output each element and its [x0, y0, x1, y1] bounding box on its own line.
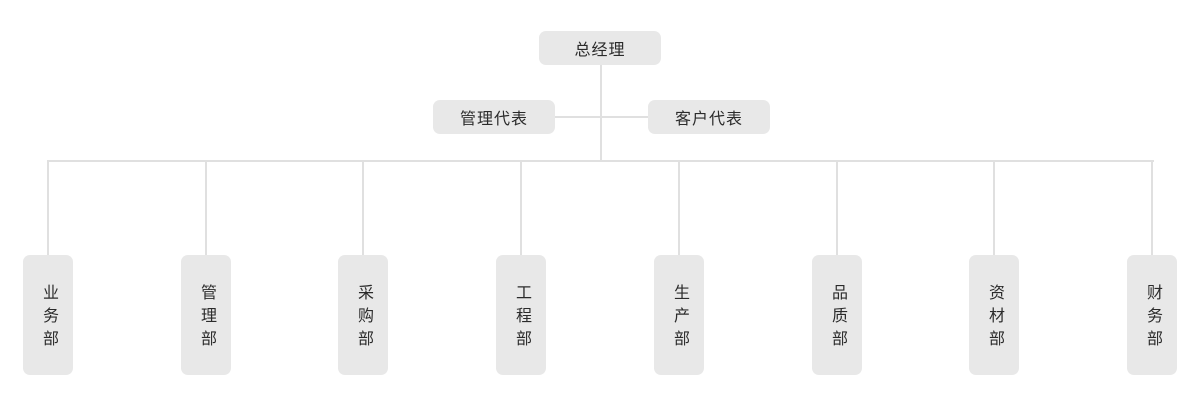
node-department-quality: 品质部: [812, 255, 862, 375]
connector-drop-line-5: [678, 160, 680, 255]
connector-drop-line-1: [47, 160, 49, 255]
node-department-admin: 管理部: [181, 255, 231, 375]
connector-drop-line-4: [520, 160, 522, 255]
connector-drop-line-6: [836, 160, 838, 255]
node-general-manager: 总经理: [539, 31, 661, 65]
connector-drop-line-2: [205, 160, 207, 255]
node-department-materials: 资材部: [969, 255, 1019, 375]
connector-representatives-line: [554, 116, 648, 118]
connector-drop-line-3: [362, 160, 364, 255]
node-management-representative: 管理代表: [433, 100, 555, 134]
connector-departments-hline: [48, 160, 1154, 162]
connector-drop-line-8: [1151, 160, 1153, 255]
node-department-engineering: 工程部: [496, 255, 546, 375]
node-customer-representative: 客户代表: [648, 100, 770, 134]
node-department-purchasing: 采购部: [338, 255, 388, 375]
node-department-finance: 财务部: [1127, 255, 1177, 375]
node-department-production: 生产部: [654, 255, 704, 375]
connector-trunk-line: [600, 65, 602, 161]
node-department-business: 业务部: [23, 255, 73, 375]
connector-drop-line-7: [993, 160, 995, 255]
